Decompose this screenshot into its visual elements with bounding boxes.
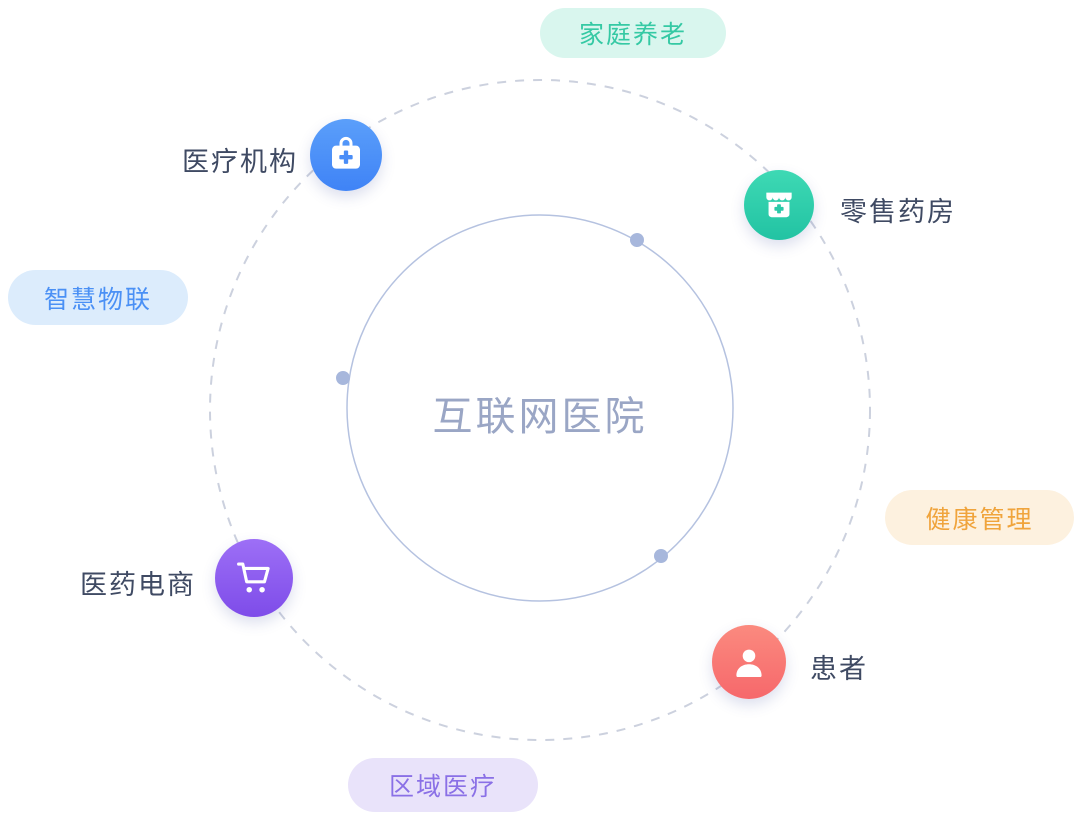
- node-retail-pharmacy: [744, 170, 814, 240]
- ring-dot: [654, 549, 668, 563]
- node-retail-pharmacy-label: 零售药房: [840, 197, 956, 227]
- pill-home-elderly-care: 家庭养老: [540, 8, 726, 58]
- ring-dot: [336, 371, 350, 385]
- patient-icon: [736, 649, 762, 678]
- pill-label: 区域医疗: [388, 773, 497, 801]
- ring-dot: [630, 233, 644, 247]
- node-medicine-ecommerce-label: 医药电商: [80, 570, 196, 600]
- pill-label: 健康管理: [925, 505, 1034, 534]
- outer-dashed-ring: [209, 79, 871, 741]
- node-medical-institution: [310, 119, 382, 191]
- inner-ring: [346, 214, 734, 602]
- pill-regional-medical: 区域医疗: [348, 758, 538, 812]
- pharmacy-store-icon: [766, 192, 792, 218]
- medical-kit-icon: [332, 136, 360, 169]
- node-patient-label: 患者: [810, 654, 868, 684]
- node-patient: [712, 625, 786, 699]
- center-title: 互联网医院: [432, 395, 648, 439]
- node-medical-institution-label: 医疗机构: [182, 147, 298, 177]
- pill-health-management: 健康管理: [885, 490, 1074, 545]
- pill-label: 智慧物联: [43, 285, 152, 314]
- pill-smart-iot: 智慧物联: [8, 270, 188, 325]
- node-medicine-ecommerce: [215, 539, 293, 617]
- shopping-cart-icon: [237, 562, 270, 593]
- pill-label: 家庭养老: [578, 21, 687, 49]
